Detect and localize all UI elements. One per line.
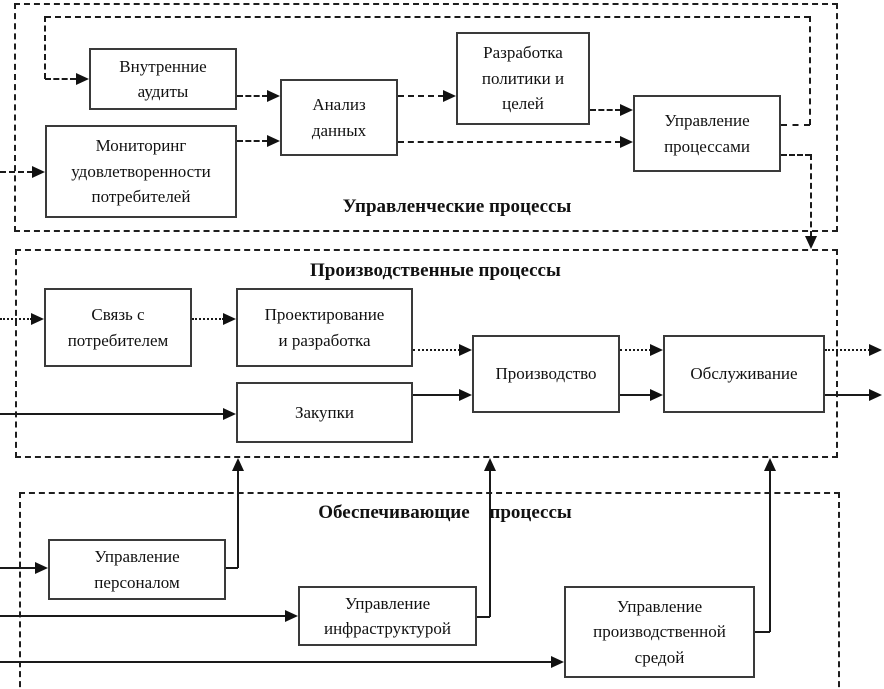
node-service: Обслуживание bbox=[663, 335, 825, 413]
production-to-service-dotted-line bbox=[620, 349, 651, 351]
arrowhead-analysis-to-process-mgmt bbox=[620, 136, 633, 148]
node-monitoring: Мониторинг удовлетворенности потребителе… bbox=[45, 125, 237, 218]
arrowhead-production-to-service-dotted bbox=[650, 344, 663, 356]
monitoring-to-analysis-line bbox=[237, 140, 268, 142]
infrastructure-elbow-line bbox=[477, 616, 490, 618]
mgmt-to-production-line bbox=[810, 154, 812, 237]
arrowhead-analysis-to-policy bbox=[443, 90, 456, 102]
design-to-production-line bbox=[413, 349, 460, 351]
node-infrastructure: Управление инфраструктурой bbox=[298, 586, 477, 646]
environment-up-line bbox=[769, 469, 771, 632]
feedback-line-into-audits bbox=[45, 78, 76, 80]
analysis-to-process-mgmt-line bbox=[398, 141, 621, 143]
node-customer-link: Связь с потребителем bbox=[44, 288, 192, 367]
arrowhead-into-internal-audits bbox=[76, 73, 89, 85]
node-policy: Разработка политики и целей bbox=[456, 32, 590, 125]
node-design: Проектирование и разработка bbox=[236, 288, 413, 367]
service-output-dotted-line bbox=[825, 349, 870, 351]
audits-to-analysis-line bbox=[237, 95, 268, 97]
arrowhead-into-infrastructure bbox=[285, 610, 298, 622]
node-process-mgmt: Управление процессами bbox=[633, 95, 781, 172]
arrowhead-purchasing-to-production bbox=[459, 389, 472, 401]
personnel-up-line bbox=[237, 469, 239, 568]
node-environment: Управление производственной средой bbox=[564, 586, 755, 678]
arrowhead-audits-to-analysis bbox=[267, 90, 280, 102]
customer-to-design-line bbox=[192, 318, 224, 320]
arrowhead-into-environment bbox=[551, 656, 564, 668]
arrowhead-into-purchasing bbox=[223, 408, 236, 420]
arrowhead-into-monitoring bbox=[32, 166, 45, 178]
policy-to-process-mgmt-line bbox=[590, 109, 621, 111]
management-section-frame bbox=[14, 3, 838, 232]
arrowhead-into-production-section bbox=[805, 236, 817, 249]
support-section-title: Обеспечивающие процессы bbox=[318, 502, 572, 523]
analysis-to-policy-line bbox=[398, 95, 444, 97]
feedback-line-top bbox=[45, 16, 810, 18]
input-line-personnel bbox=[0, 567, 36, 569]
service-output-solid-line bbox=[825, 394, 870, 396]
node-production: Производство bbox=[472, 335, 620, 413]
arrowhead-environment-to-production bbox=[764, 458, 776, 471]
arrowhead-into-customer-link bbox=[31, 313, 44, 325]
node-purchasing: Закупки bbox=[236, 382, 413, 443]
input-line-infrastructure bbox=[0, 615, 286, 617]
arrowhead-into-personnel bbox=[35, 562, 48, 574]
node-data-analysis: Анализ данных bbox=[280, 79, 398, 156]
support-section-frame bbox=[19, 492, 840, 689]
feedback-line-left bbox=[44, 16, 46, 79]
arrowhead-service-output-solid bbox=[869, 389, 882, 401]
production-section-frame bbox=[15, 249, 838, 458]
arrowhead-policy-to-process-mgmt bbox=[620, 104, 633, 116]
feedback-line-right bbox=[809, 16, 811, 125]
infrastructure-up-line bbox=[489, 469, 491, 617]
arrowhead-design-to-production bbox=[459, 344, 472, 356]
process-mgmt-out-upper bbox=[781, 124, 810, 126]
arrowhead-customer-to-design bbox=[223, 313, 236, 325]
input-line-purchasing bbox=[0, 413, 224, 415]
production-to-service-solid-line bbox=[620, 394, 651, 396]
node-personnel: Управление персоналом bbox=[48, 539, 226, 600]
environment-elbow-line bbox=[755, 631, 770, 633]
arrowhead-service-output-dotted bbox=[869, 344, 882, 356]
input-line-monitoring bbox=[0, 171, 33, 173]
arrowhead-infrastructure-to-production bbox=[484, 458, 496, 471]
purchasing-to-production-line bbox=[413, 394, 460, 396]
personnel-elbow-line bbox=[226, 567, 238, 569]
input-line-customer-link bbox=[0, 318, 32, 320]
arrowhead-production-to-service-solid bbox=[650, 389, 663, 401]
input-line-environment bbox=[0, 661, 552, 663]
arrowhead-personnel-to-production bbox=[232, 458, 244, 471]
production-section-title: Производственные процессы bbox=[310, 260, 561, 281]
arrowhead-monitoring-to-analysis bbox=[267, 135, 280, 147]
node-internal-audits: Внутренние аудиты bbox=[89, 48, 237, 110]
management-section-title: Управленческие процессы bbox=[342, 196, 572, 217]
process-mgmt-out-lower bbox=[781, 154, 811, 156]
